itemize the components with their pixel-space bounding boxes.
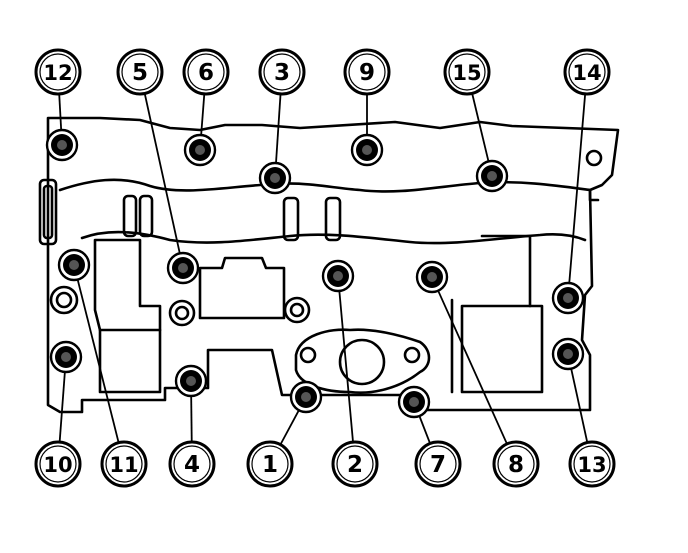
callout-label: 10 <box>43 453 72 477</box>
callout-11: 11 <box>100 440 148 488</box>
callout-13: 13 <box>568 440 616 488</box>
bolt-13 <box>551 337 585 371</box>
hole-right-ear <box>585 149 603 167</box>
callout-label: 8 <box>508 452 524 478</box>
callout-label: 13 <box>577 453 606 477</box>
gasket-port <box>338 338 386 386</box>
callout-label: 7 <box>430 452 446 478</box>
bolt-3 <box>258 161 292 195</box>
leader-line-4 <box>190 395 193 443</box>
bolt-6 <box>183 133 217 167</box>
plate-ear <box>588 188 600 202</box>
slot-d <box>324 196 342 242</box>
leader-line-7 <box>418 415 431 444</box>
callout-2: 2 <box>331 440 379 488</box>
leader-line-5 <box>143 93 181 254</box>
callout-label: 9 <box>359 60 375 86</box>
callout-label: 2 <box>347 452 363 478</box>
callout-4: 4 <box>168 440 216 488</box>
callout-7: 7 <box>414 440 462 488</box>
callout-label: 6 <box>198 60 214 86</box>
callout-label: 5 <box>132 60 148 86</box>
callout-1: 1 <box>246 440 294 488</box>
leader-line-12 <box>58 93 63 131</box>
callout-label: 15 <box>452 61 481 85</box>
callout-9: 9 <box>343 48 391 96</box>
hole-center-b-inner <box>289 302 305 318</box>
slot-c <box>282 196 300 242</box>
leader-line-14 <box>568 93 587 284</box>
hole-center-a-inner <box>174 305 190 321</box>
slot-a <box>122 194 138 238</box>
leader-line-6 <box>200 93 206 136</box>
bolt-1 <box>289 380 323 414</box>
leader-line-1 <box>279 409 300 446</box>
leader-line-15 <box>471 93 490 162</box>
leader-line-13 <box>570 368 589 443</box>
bolt-11 <box>57 248 91 282</box>
bolt-10 <box>49 340 83 374</box>
center-connector <box>198 256 286 320</box>
callout-6: 6 <box>182 48 230 96</box>
upper-channel <box>58 178 592 193</box>
callout-14: 14 <box>563 48 611 96</box>
leader-line-8 <box>437 290 508 445</box>
callout-label: 11 <box>109 453 138 477</box>
callout-label: 4 <box>184 452 200 478</box>
callout-12: 12 <box>34 48 82 96</box>
callout-label: 3 <box>274 60 290 86</box>
lower-channel <box>80 230 587 245</box>
callout-10: 10 <box>34 440 82 488</box>
bolt-8 <box>415 260 449 294</box>
right-solenoid <box>460 304 544 394</box>
leader-line-2 <box>338 290 354 443</box>
leader-line-11 <box>76 279 120 443</box>
slot-b <box>138 194 154 238</box>
gasket-hole-left <box>299 346 317 364</box>
callout-label: 1 <box>262 452 278 478</box>
callout-label: 14 <box>572 61 601 85</box>
bolt-15 <box>475 159 509 193</box>
bolt-14 <box>551 281 585 315</box>
hole-left <box>49 285 79 315</box>
leader-line-3 <box>275 93 282 164</box>
bolt-9 <box>350 133 384 167</box>
gasket-hole-right <box>403 346 421 364</box>
leader-line-10 <box>58 371 66 443</box>
plate-outline <box>46 116 620 414</box>
hole-center-a <box>168 299 196 327</box>
left-solenoid <box>93 238 162 394</box>
gasket-flange <box>294 328 431 394</box>
bolt-5 <box>166 251 200 285</box>
right-solenoid-top <box>480 234 532 308</box>
hole-left-inner <box>55 291 73 309</box>
callout-8: 8 <box>492 440 540 488</box>
slot-left-a <box>38 178 58 246</box>
bolt-4 <box>174 364 208 398</box>
hole-center-b <box>283 296 311 324</box>
slot-left-b <box>42 184 54 240</box>
callout-label: 12 <box>43 61 72 85</box>
callout-15: 15 <box>443 48 491 96</box>
callout-3: 3 <box>258 48 306 96</box>
callout-5: 5 <box>116 48 164 96</box>
bolt-7 <box>397 385 431 419</box>
bolt-2 <box>321 259 355 293</box>
bolt-12 <box>45 128 79 162</box>
